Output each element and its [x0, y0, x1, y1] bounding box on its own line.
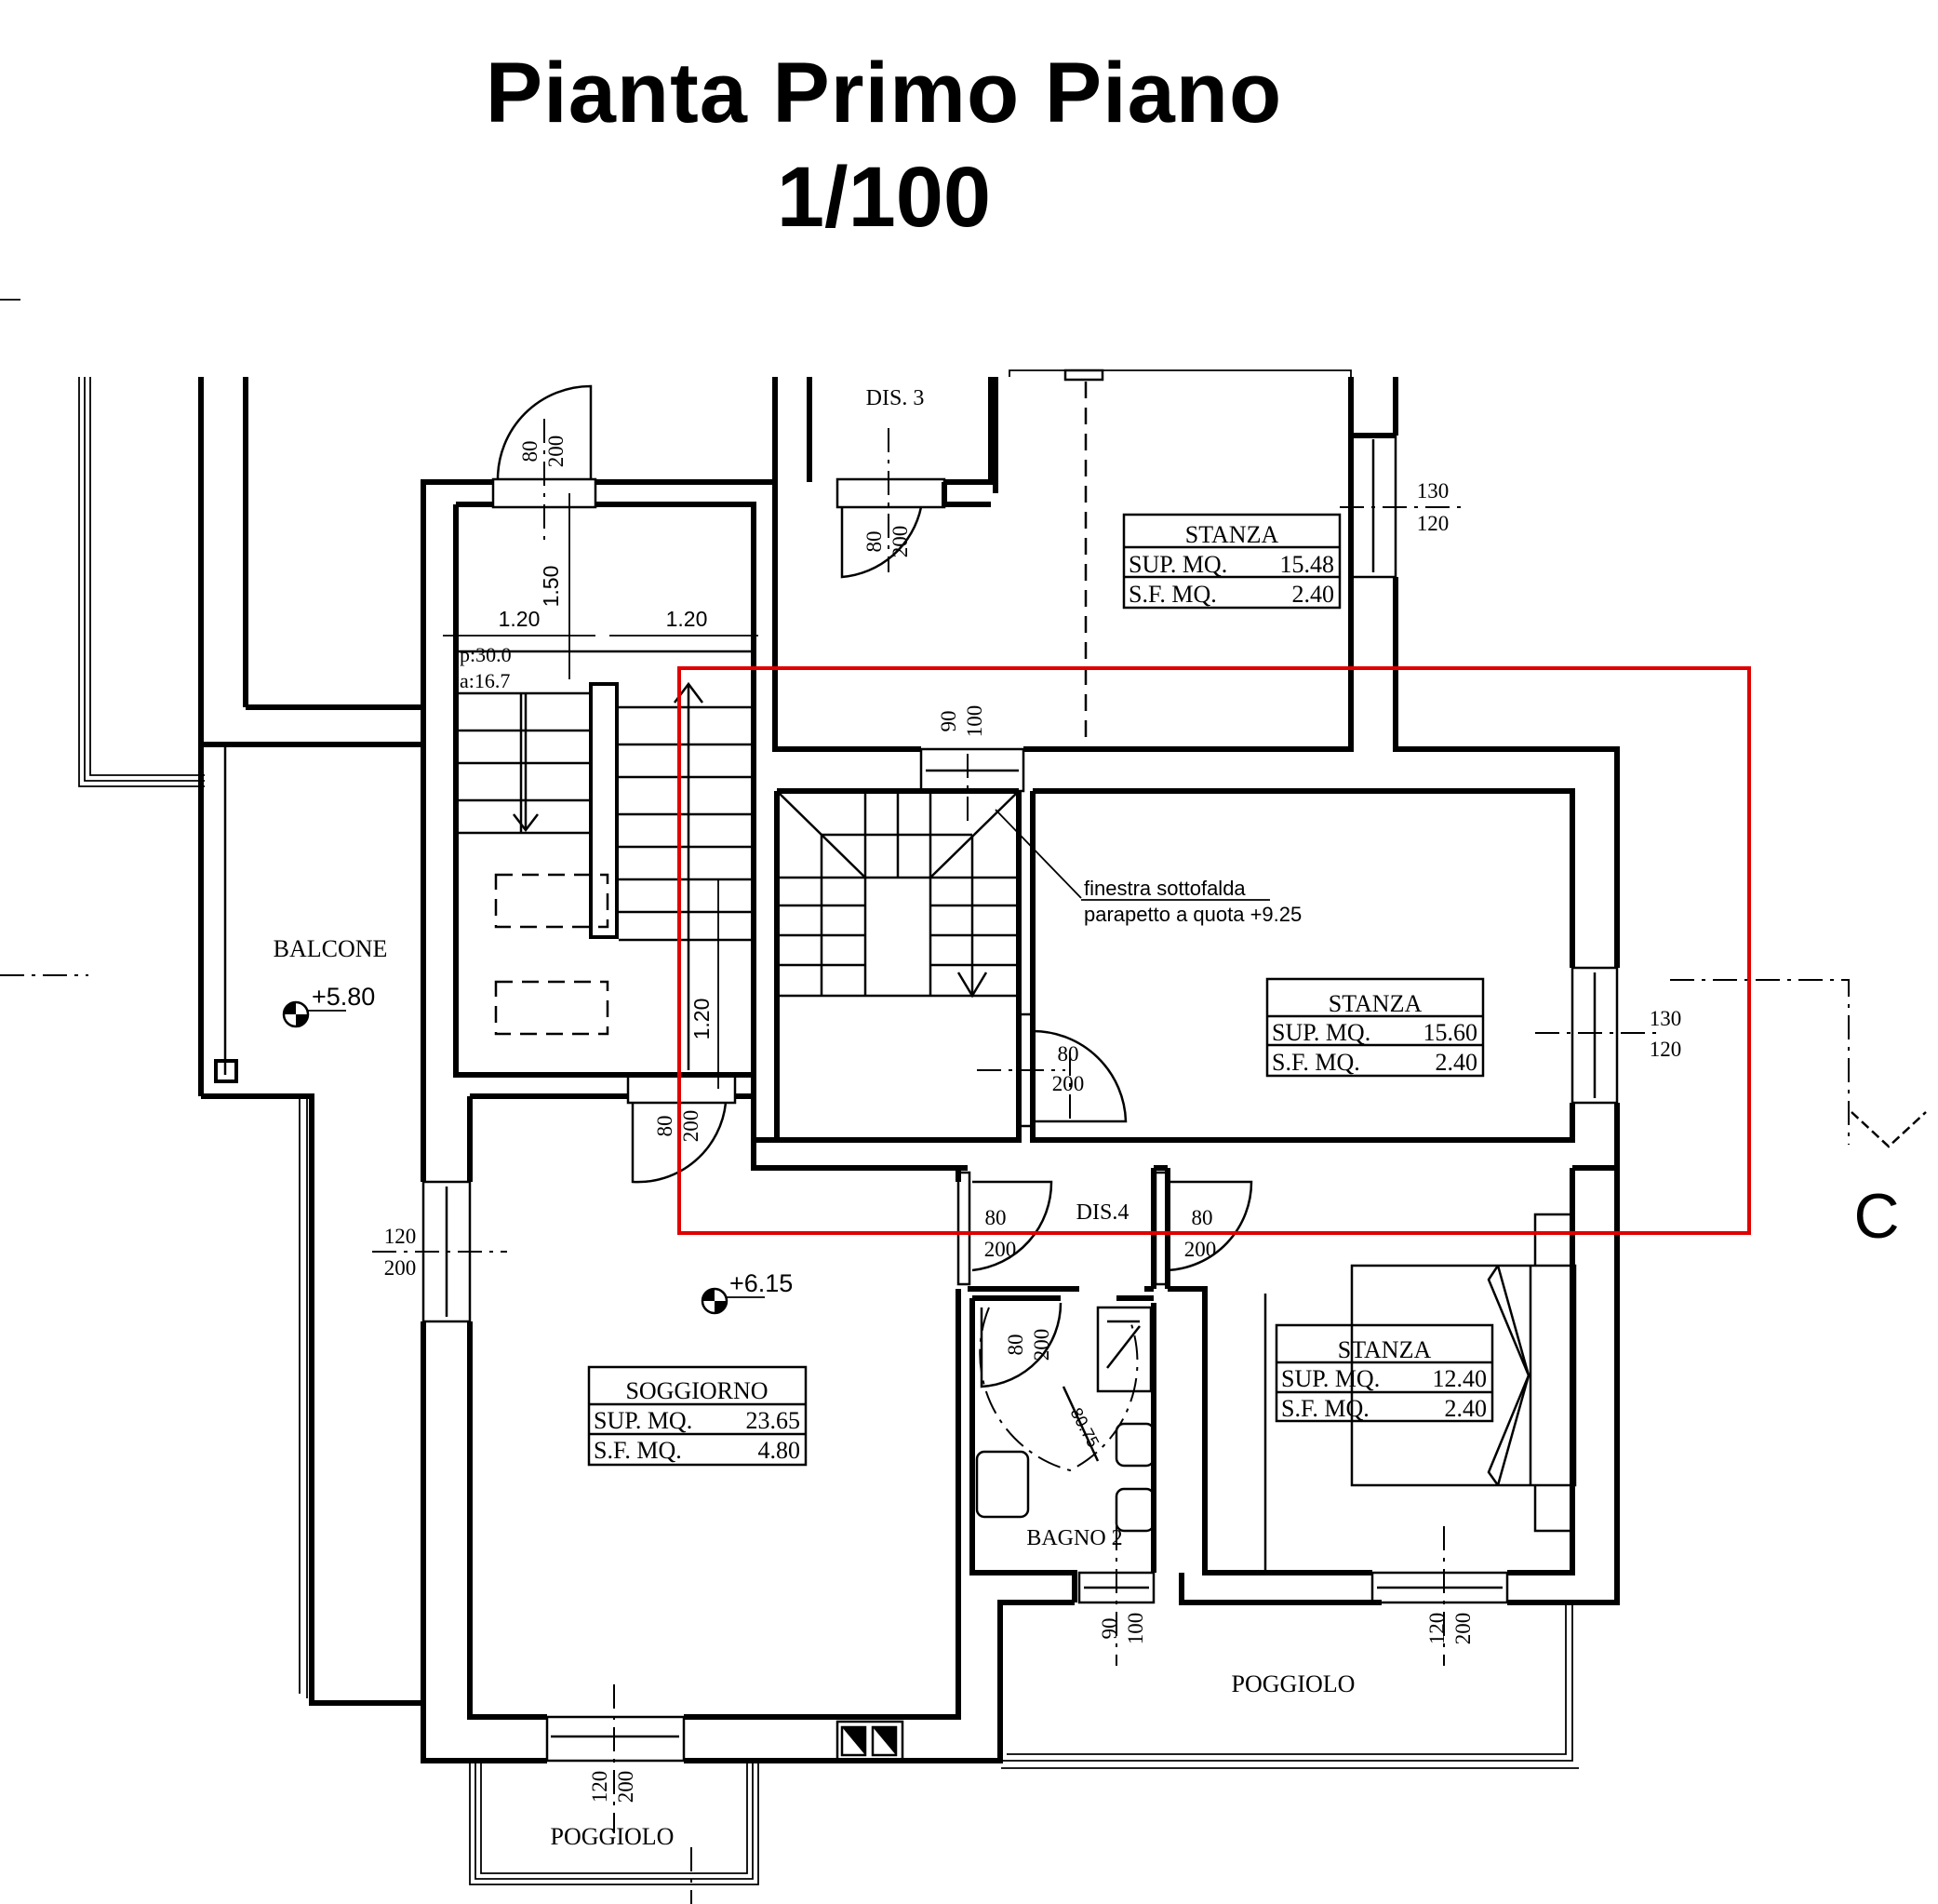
- opening-height: 200: [679, 1110, 702, 1143]
- opening-height: 200: [984, 1238, 1017, 1261]
- opening-width: 120: [588, 1771, 611, 1803]
- room-label-stanza-1: STANZA SUP. MQ. 15.48 S.F. MQ. 2.40: [1122, 513, 1342, 610]
- note-line-2: parapetto a quota +9.25: [1084, 903, 1302, 926]
- room-sup-label: SUP. MQ.: [594, 1407, 692, 1434]
- opening-width: 130: [1417, 479, 1450, 503]
- opening-width: 80: [1058, 1042, 1079, 1066]
- room-sf-value: 2.40: [1445, 1395, 1488, 1422]
- room-sf-label: S.F. MQ.: [594, 1437, 682, 1464]
- room-sf-label: S.F. MQ.: [1129, 581, 1217, 608]
- opening-height: 120: [1417, 512, 1450, 535]
- label-balcone: BALCONE: [274, 935, 388, 962]
- drawing-title: Pianta Primo Piano: [485, 46, 1283, 141]
- level-value: +6.15: [729, 1269, 793, 1297]
- label-dis3: DIS. 3: [866, 386, 925, 410]
- room-label-soggiorno: SOGGIORNO SUP. MQ. 23.65 S.F. MQ. 4.80: [587, 1365, 808, 1467]
- opening-width: 80: [1004, 1334, 1027, 1356]
- stairs-center: [776, 754, 1020, 999]
- opening-labels: 80 200 80 200 130 120 90 100 80 200 130 …: [384, 436, 1682, 1803]
- room-name: STANZA: [1329, 990, 1423, 1017]
- opening-width: 80: [985, 1206, 1007, 1229]
- drawing-scale: 1/100: [776, 150, 992, 245]
- stair-dimensions: [443, 493, 758, 1089]
- room-name: STANZA: [1338, 1336, 1432, 1363]
- opening-height: 100: [963, 705, 986, 738]
- opening-height: 200: [1052, 1072, 1085, 1095]
- label-poggiolo-right: POGGIOLO: [1232, 1670, 1356, 1697]
- room-sf-label: S.F. MQ.: [1281, 1395, 1370, 1422]
- section-marker: C: [1851, 1111, 1927, 1252]
- opening-height: 200: [1451, 1613, 1475, 1645]
- room-sf-label: S.F. MQ.: [1272, 1049, 1360, 1076]
- dim-1-20-left: 1.20: [499, 607, 541, 631]
- opening-width: 80: [518, 441, 541, 463]
- opening-height: 200: [1030, 1329, 1053, 1361]
- axis-lines: [372, 419, 1850, 1904]
- room-sup-value: 15.48: [1280, 551, 1335, 578]
- room-sf-value: 2.40: [1436, 1049, 1478, 1076]
- room-sf-value: 2.40: [1292, 581, 1335, 608]
- stair-step-depth: p:30.0: [460, 643, 512, 666]
- dim-1-20-right: 1.20: [666, 607, 708, 631]
- opening-width: 80: [862, 531, 886, 553]
- section-label: C: [1853, 1181, 1899, 1252]
- room-sup-label: SUP. MQ.: [1281, 1365, 1380, 1392]
- door-swings: [496, 384, 1253, 1388]
- room-sf-value: 4.80: [758, 1437, 801, 1464]
- opening-width: 90: [1098, 1618, 1121, 1640]
- room-label-stanza-3: STANZA SUP. MQ. 12.40 S.F. MQ. 2.40: [1275, 1323, 1494, 1423]
- balcony-railing: [0, 299, 423, 1706]
- label-dis4: DIS.4: [1076, 1200, 1129, 1225]
- label-bagno2: BAGNO 2: [1026, 1526, 1122, 1550]
- label-poggiolo-bottom: POGGIOLO: [551, 1823, 675, 1850]
- room-name: STANZA: [1185, 521, 1279, 548]
- opening-height: 200: [384, 1256, 417, 1280]
- level-marker-soggiorno: +6.15: [701, 1269, 793, 1315]
- dim-1-20-vertical: 1.20: [689, 999, 714, 1040]
- drain-pipe-icon: [214, 1059, 238, 1083]
- room-sup-value: 15.60: [1423, 1019, 1478, 1046]
- room-sup-label: SUP. MQ.: [1129, 551, 1227, 578]
- exterior-walls: [421, 377, 1075, 1763]
- opening-height: 200: [1184, 1238, 1217, 1261]
- stair-step-height: a:16.7: [460, 669, 510, 692]
- level-value: +5.80: [312, 983, 375, 1011]
- room-sup-value: 12.40: [1433, 1365, 1488, 1392]
- opening-width: 130: [1650, 1007, 1682, 1030]
- room-sup-value: 23.65: [746, 1407, 801, 1434]
- bed-furniture: [1263, 1213, 1577, 1573]
- poggiolo-right: [999, 1602, 1579, 1769]
- opening-width: 80: [1192, 1206, 1213, 1229]
- dim-1-50: 1.50: [539, 566, 563, 608]
- turn-radius: 80.75: [1066, 1404, 1103, 1450]
- poggiolo-bottom: [469, 1761, 759, 1885]
- highlight-region: [677, 666, 1751, 1235]
- flue-icons: [835, 1720, 904, 1763]
- stairs-left: [456, 650, 754, 1070]
- upper-walls: [772, 369, 1620, 968]
- opening-width: 80: [653, 1116, 676, 1137]
- opening-height: 120: [1650, 1038, 1682, 1061]
- room-name: SOGGIORNO: [625, 1377, 768, 1404]
- window-note: finestra sottofalda parapetto a quota +9…: [995, 809, 1302, 926]
- opening-height: 200: [544, 436, 568, 468]
- room-sup-label: SUP. MQ.: [1272, 1019, 1370, 1046]
- room-label-stanza-2: STANZA SUP. MQ. 15.60 S.F. MQ. 2.40: [1265, 977, 1485, 1078]
- opening-height: 200: [614, 1771, 637, 1803]
- note-line-1: finestra sottofalda: [1084, 877, 1246, 900]
- opening-width: 90: [937, 711, 960, 732]
- level-marker-balcone: +5.80: [282, 983, 375, 1028]
- opening-height: 200: [889, 526, 912, 558]
- opening-width: 120: [384, 1225, 417, 1248]
- opening-width: 120: [1425, 1613, 1449, 1645]
- opening-height: 100: [1124, 1613, 1147, 1645]
